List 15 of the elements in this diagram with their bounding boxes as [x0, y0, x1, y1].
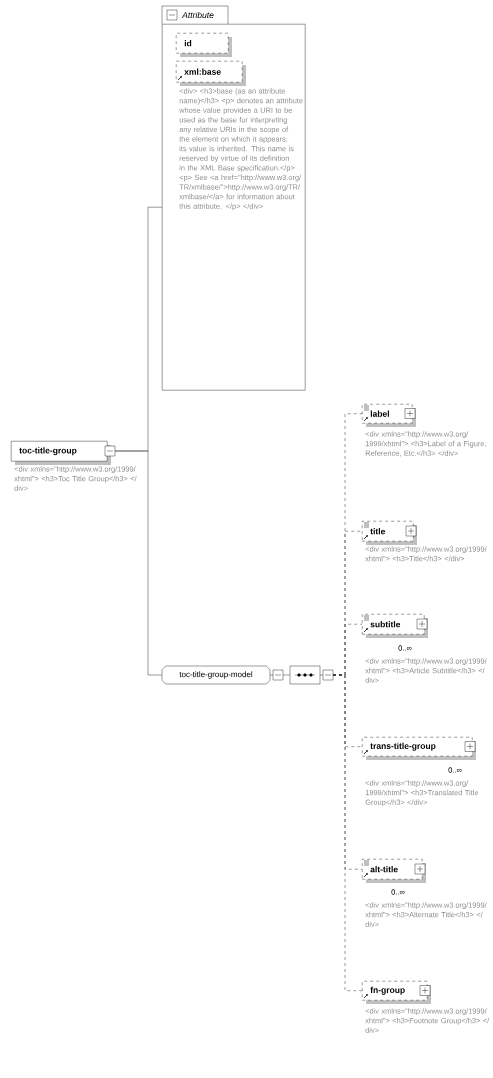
connector	[282, 674, 290, 676]
sequence-symbol	[289, 665, 334, 685]
node-label: Attribute	[181, 11, 214, 19]
element-box: alt-title	[362, 859, 426, 883]
element-box: title	[362, 521, 417, 545]
element-box: label	[362, 404, 416, 427]
element-box: trans-title-group	[362, 737, 476, 760]
attribute-box: id	[176, 33, 232, 57]
element-box: toc-title-group	[11, 441, 116, 465]
group-reference-box: toc-title-group-model	[161, 665, 284, 685]
element-box: fn-group	[362, 981, 431, 1004]
connector	[114, 450, 162, 676]
element-box: subtitle	[362, 614, 428, 638]
connector	[332, 674, 363, 991]
attribute-box: xml:base	[176, 61, 246, 86]
